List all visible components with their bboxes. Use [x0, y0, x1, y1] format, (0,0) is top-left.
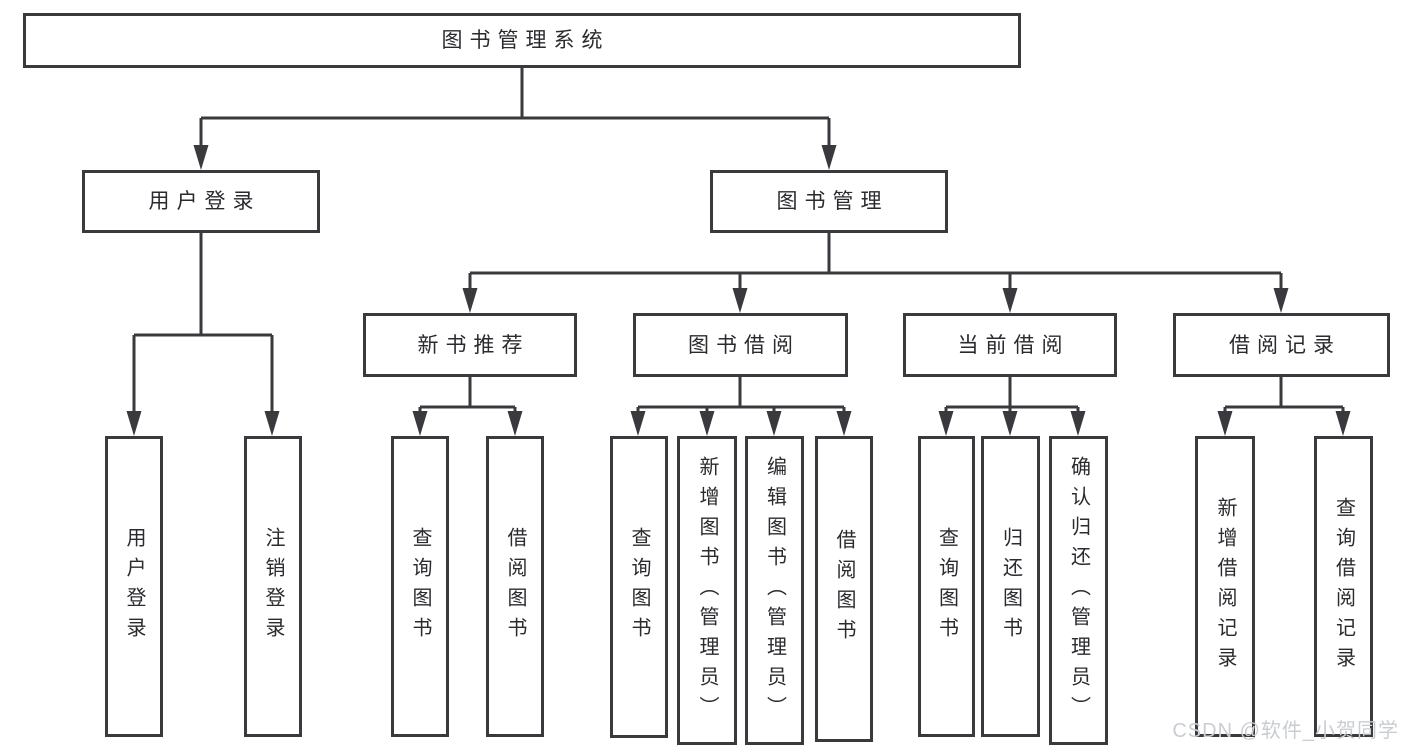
leaf-user-login-label: 用户登录 [123, 526, 145, 647]
leaf-cb-query-books-label: 查询图书 [935, 526, 958, 647]
leaf-br-query-record-label: 查询借阅记录 [1332, 496, 1355, 677]
leaf-cb-confirm-return-admin: 确认归还（管理员） [1049, 436, 1108, 745]
leaf-bb-borrow-books-label: 借阅图书 [833, 529, 855, 649]
csdn-watermark: CSDN @软件_小贺同学 [1172, 720, 1399, 742]
leaf-cb-query-books: 查询图书 [918, 436, 975, 737]
leaf-bb-borrow-books: 借阅图书 [815, 436, 873, 742]
node-book-management-label: 图书管理 [776, 190, 889, 213]
arrowheads [126, 145, 1351, 436]
leaf-nbr-borrow-books-label: 借阅图书 [504, 526, 526, 647]
leaf-br-add-record-label: 新增借阅记录 [1214, 496, 1236, 677]
leaf-br-add-record: 新增借阅记录 [1195, 436, 1255, 737]
leaf-cb-return-books-label: 归还图书 [999, 526, 1022, 647]
node-current-borrow-label: 当前借阅 [957, 333, 1070, 357]
leaf-bb-edit-books-admin-label: 编辑图书（管理员） [763, 455, 786, 726]
node-library-system: 图书管理系统 [23, 13, 1021, 68]
leaf-cb-confirm-return-admin-label: 确认归还（管理员） [1067, 455, 1090, 726]
leaf-user-login: 用户登录 [105, 436, 163, 737]
node-user-login-label: 用户登录 [148, 190, 261, 213]
leaf-bb-query-books: 查询图书 [610, 436, 668, 738]
node-book-borrow-label: 图书借阅 [688, 333, 800, 357]
leaf-nbr-query-books: 查询图书 [391, 436, 449, 737]
node-borrow-records: 借阅记录 [1173, 313, 1390, 377]
leaf-br-query-record: 查询借阅记录 [1314, 436, 1373, 737]
node-current-borrow: 当前借阅 [903, 313, 1117, 377]
node-user-login: 用户登录 [82, 170, 320, 233]
leaf-nbr-borrow-books: 借阅图书 [486, 436, 544, 737]
leaf-bb-query-books-label: 查询图书 [628, 527, 650, 647]
leaf-logout-label: 注销登录 [262, 526, 284, 647]
leaf-bb-edit-books-admin: 编辑图书（管理员） [745, 436, 804, 745]
node-new-book-recommend-label: 新书推荐 [417, 333, 530, 357]
leaf-bb-add-books-admin-label: 新增图书（管理员） [696, 455, 718, 726]
leaf-nbr-query-books-label: 查询图书 [409, 526, 431, 647]
leaf-bb-add-books-admin: 新增图书（管理员） [677, 436, 737, 745]
node-borrow-records-label: 借阅记录 [1229, 333, 1341, 357]
node-new-book-recommend: 新书推荐 [363, 313, 577, 377]
leaf-cb-return-books: 归还图书 [981, 436, 1040, 737]
leaf-logout: 注销登录 [244, 436, 302, 737]
node-library-system-label: 图书管理系统 [441, 29, 610, 52]
node-book-borrow: 图书借阅 [633, 313, 848, 377]
node-book-management: 图书管理 [710, 170, 948, 233]
